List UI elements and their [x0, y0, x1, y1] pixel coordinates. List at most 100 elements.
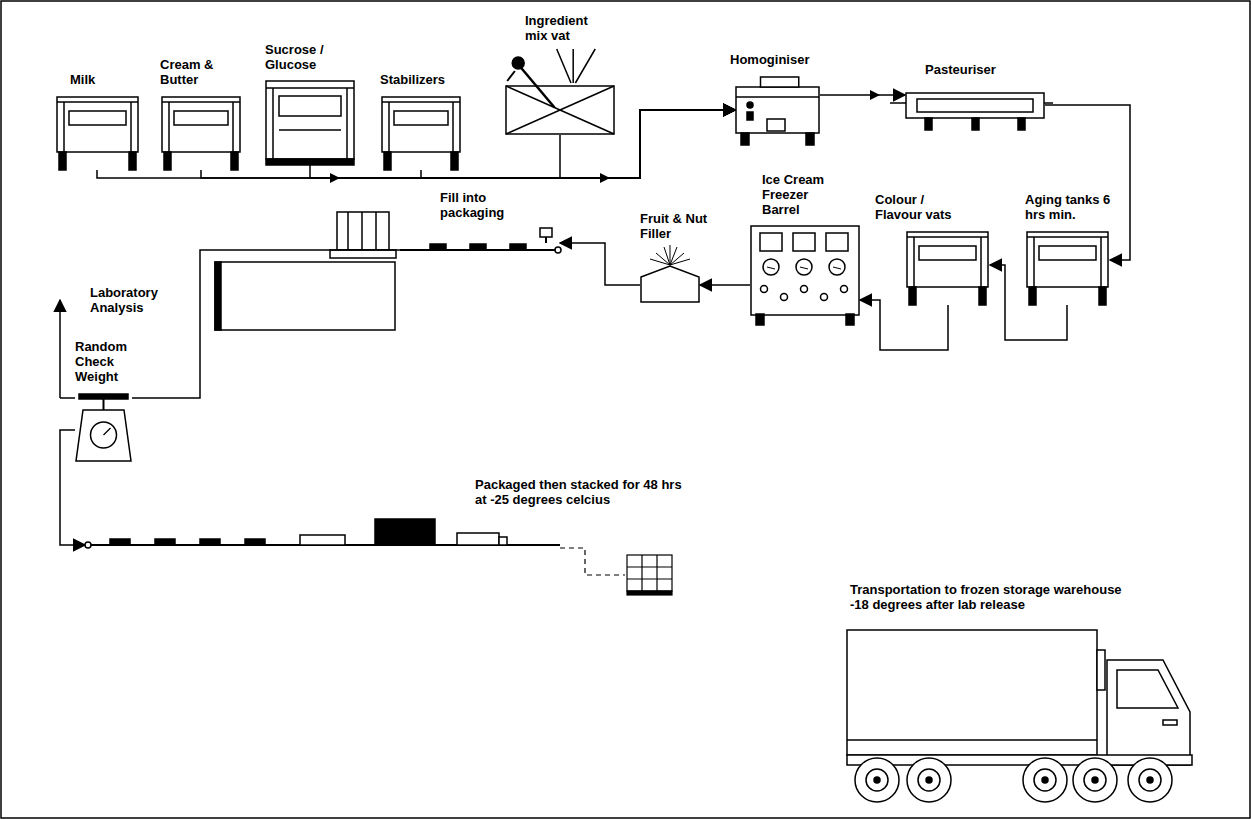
conveyor-roller: [85, 542, 91, 548]
door-handle: [1163, 720, 1177, 725]
equipment-label: Transportation to frozen storage warehou…: [850, 582, 1135, 612]
silo-base: [266, 159, 354, 165]
flow-connector: [132, 250, 400, 398]
shape-line: [266, 87, 354, 89]
equipment-label: Colour / Flavour vats: [875, 192, 970, 222]
shape-line: [63, 102, 65, 152]
truck-wheel: [1023, 758, 1067, 802]
freezer-window: [760, 233, 782, 251]
lab-sample-arrow: [59, 300, 61, 398]
ice-cream-pack: [200, 539, 220, 544]
wheel-hub: [918, 769, 940, 791]
tank-window: [394, 111, 448, 125]
homog-drawing: [735, 75, 820, 145]
ice-cream-pack: [430, 244, 446, 249]
dial-mark: [767, 267, 775, 269]
flow-connector: [860, 300, 948, 350]
shape-line: [57, 101, 138, 103]
freezer-button: [761, 286, 768, 293]
pasteuriser-leg: [1018, 118, 1025, 130]
homogeniser-body: [736, 87, 819, 133]
truck-wheel: [1073, 758, 1117, 802]
control-box: [767, 119, 785, 131]
freezer-dial: [829, 259, 845, 275]
equipment-label: Fruit & Nut Filler: [640, 211, 725, 241]
refrigeration-unit: [1097, 650, 1105, 690]
tank-window: [1039, 246, 1096, 260]
mixer-motor: [512, 57, 524, 69]
freezer-button: [841, 286, 848, 293]
freezer-window: [793, 233, 815, 251]
tank-leg: [129, 152, 136, 170]
tank-drawing: [160, 95, 242, 170]
freezer-drawing: [750, 225, 860, 325]
mixer-shaft: [520, 67, 554, 108]
truck-drawing: [845, 620, 1195, 805]
truck-wheel: [855, 758, 899, 802]
wheel-nut: [1147, 777, 1153, 783]
wheel-nut: [1042, 777, 1048, 783]
shrink-wrapper: [300, 535, 345, 545]
scale-body: [76, 410, 131, 461]
vat-equipment: Ingredient mix vat: [505, 85, 615, 135]
shape-line: [1027, 236, 1108, 238]
vat-drawing: [505, 85, 615, 135]
pasteuriser-leg: [972, 118, 979, 130]
fill-drawing: [400, 228, 560, 258]
tank-drawing: [905, 230, 990, 305]
wheel-hub: [1139, 769, 1161, 791]
tank-equipment: Aging tanks 6 hrs min.: [1025, 230, 1110, 305]
freezer-dial: [763, 259, 779, 275]
shape-line: [232, 102, 234, 152]
filling-nozzle: [545, 237, 547, 243]
label-text: Ingredient mix vat: [525, 13, 610, 43]
gauge-block: [747, 112, 753, 120]
tank-equipment: Stabilizers: [380, 95, 462, 170]
conveyor-roller: [555, 247, 561, 253]
stacking-unit: [375, 519, 435, 545]
shape-line: [130, 102, 132, 152]
freezer-button: [801, 286, 808, 293]
shape-line: [506, 86, 614, 134]
silo-equipment: Sucrose / Glucose: [265, 80, 355, 165]
plate-pack: [917, 99, 1033, 112]
tank-leg: [384, 152, 391, 170]
tank-leg: [979, 287, 986, 305]
equipment-label: Cream & Butter: [160, 57, 230, 87]
freezer-button: [781, 294, 788, 301]
pipe: [1044, 102, 1053, 104]
equipment-label: Milk: [70, 72, 130, 87]
label-text: Transportation to frozen storage warehou…: [850, 582, 1135, 612]
scale-link: [60, 397, 75, 399]
label-text: Milk: [70, 72, 130, 87]
feeder-base: [330, 250, 396, 258]
tank-window: [69, 111, 126, 125]
ice-cream-pack: [155, 539, 175, 544]
label-text: Stabilizers: [380, 72, 470, 87]
equipment-label: Fill into packaging: [440, 190, 530, 220]
shape-line: [1033, 237, 1035, 287]
carton-box: [457, 533, 499, 545]
label-text: Aging tanks 6 hrs min.: [1025, 192, 1113, 222]
label-text: Packaged then stacked for 48 hrs at -25 …: [475, 477, 690, 507]
ice-cream-pack: [470, 244, 486, 249]
label-text: Ice Cream Freezer Barrel: [762, 172, 842, 217]
label-text: Cream & Butter: [160, 57, 230, 87]
shape-line: [272, 88, 274, 159]
past-drawing: [905, 85, 1045, 130]
tank-body: [907, 232, 988, 287]
hopper-line: [557, 49, 571, 83]
feeder-rib: [347, 212, 349, 250]
shape-line: [279, 129, 341, 131]
hopper-line: [572, 49, 574, 83]
shape-line: [907, 236, 988, 238]
shape-line: [382, 101, 460, 103]
shape-line: [346, 88, 348, 159]
pallet: [560, 548, 672, 595]
wheel-nut: [926, 777, 932, 783]
filler-equipment: Fruit & Nut Filler: [640, 265, 700, 303]
wheel-nut: [1092, 777, 1098, 783]
wheel-hub: [1034, 769, 1056, 791]
equipment-label: Packaged then stacked for 48 hrs at -25 …: [475, 477, 690, 507]
packing-cabinet: [215, 262, 395, 330]
